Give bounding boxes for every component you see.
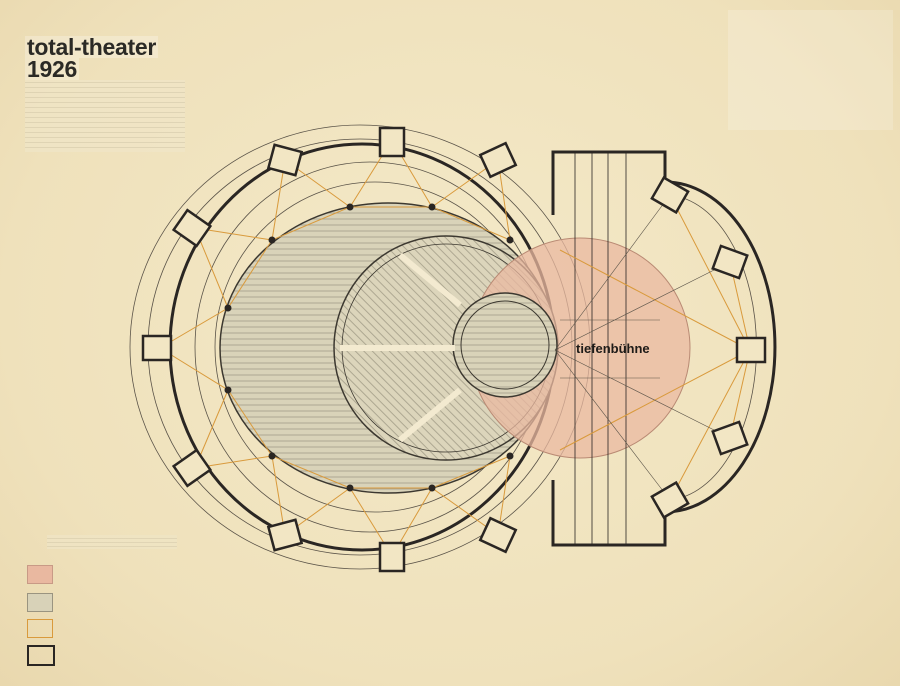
drawing-title: total-theater 1926 (25, 34, 159, 82)
sightlines (554, 194, 731, 501)
legend-swatch-seating (27, 593, 53, 612)
typed-caption-block (25, 80, 185, 152)
legend-swatch-walls (27, 645, 55, 666)
orchestra-circle (452, 292, 558, 398)
title-text: total-theater (25, 34, 159, 60)
projection-lines (159, 139, 751, 557)
legend (27, 535, 177, 666)
legend-swatch-stage (27, 565, 53, 584)
stage-label-tiefenbuehne: tiefenbühne (576, 341, 650, 356)
title-year: 1926 (25, 56, 79, 82)
columns (224, 203, 514, 492)
stair-towers (141, 126, 767, 573)
aisles (340, 252, 462, 443)
stage-house (551, 150, 667, 547)
paper-patch (728, 10, 893, 130)
rear-stage-wall (664, 180, 777, 514)
legend-note (47, 535, 177, 549)
legend-swatch-orange-lines (27, 619, 53, 638)
